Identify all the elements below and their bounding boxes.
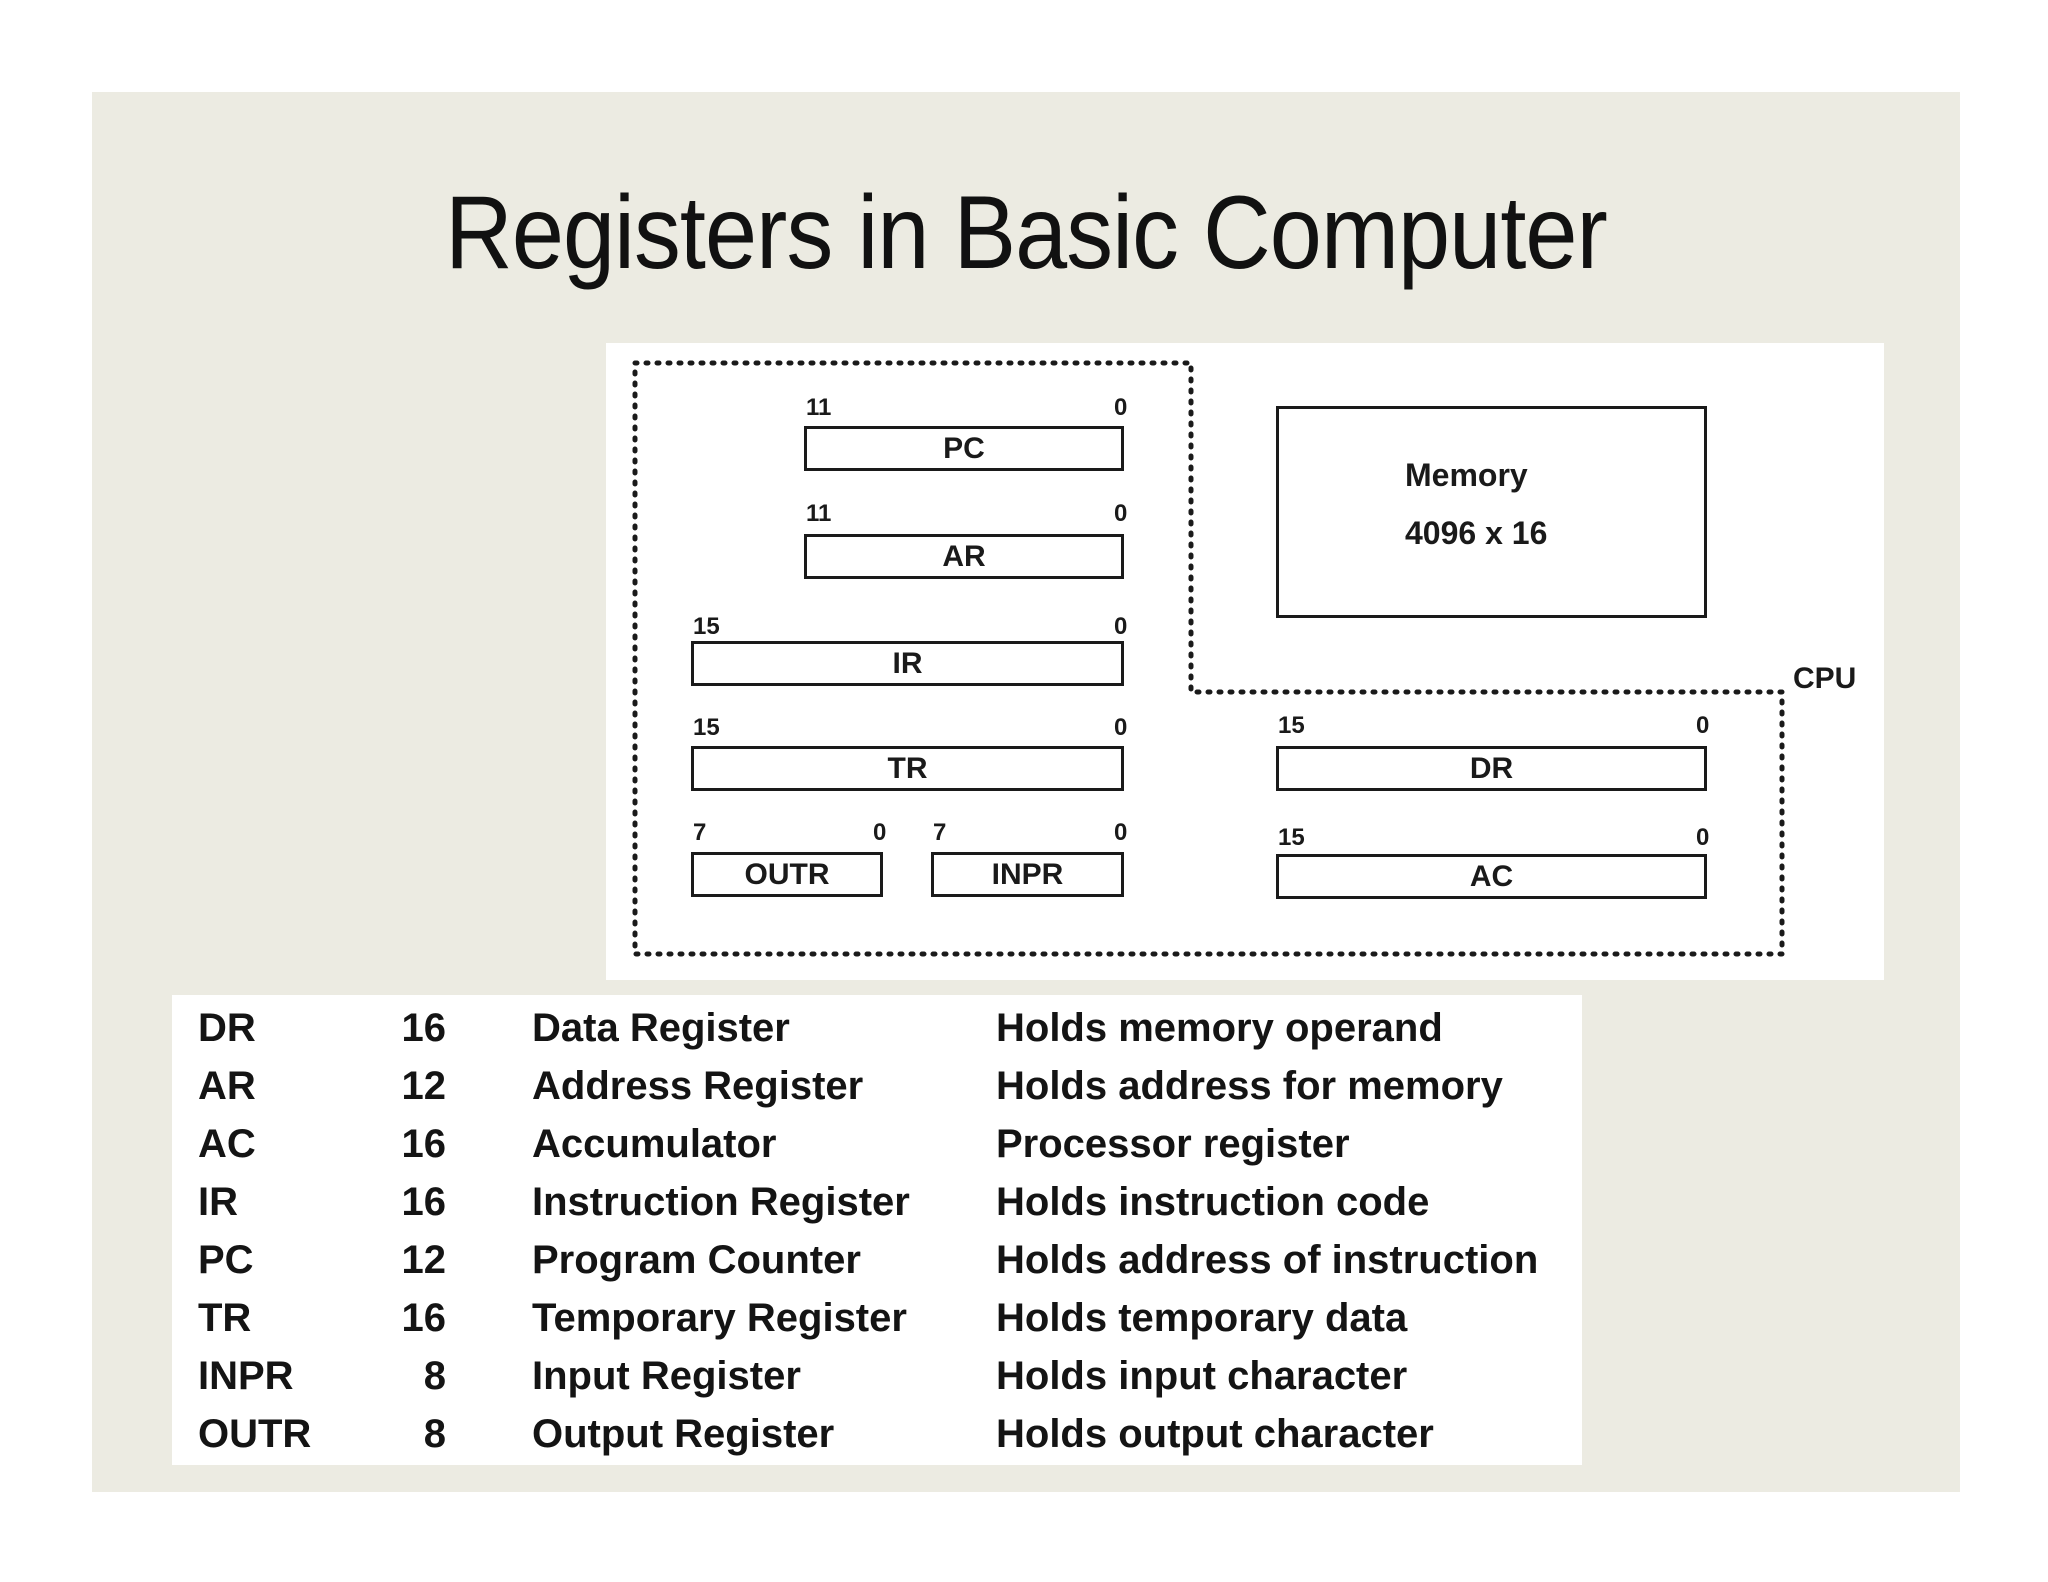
table-row: AR 12 Address Register Holds address for… <box>172 1057 1582 1115</box>
ar-register: AR <box>804 534 1124 579</box>
register-bits: 12 <box>401 1238 447 1282</box>
register-bits: 8 <box>423 1354 446 1398</box>
register-name: OUTR <box>198 1412 312 1456</box>
tr-high-bit: 15 <box>693 714 720 741</box>
table-row: OUTR 8 Output Register Holds output char… <box>172 1405 1582 1463</box>
memory-block: Memory 4096 x 16 <box>1276 406 1707 618</box>
table-row: TR 16 Temporary Register Holds temporary… <box>172 1289 1582 1347</box>
ar-low-bit: 0 <box>1114 500 1128 527</box>
memory-label: Memory <box>1405 457 1528 493</box>
register-bits: 8 <box>423 1412 446 1456</box>
table-row: DR 16 Data Register Holds memory operand <box>172 999 1582 1057</box>
register-name: DR <box>198 1006 256 1050</box>
register-table: DR 16 Data Register Holds memory operand… <box>172 995 1582 1465</box>
pc-low-bit: 0 <box>1114 394 1128 421</box>
table-row: IR 16 Instruction Register Holds instruc… <box>172 1173 1582 1231</box>
inpr-low-bit: 0 <box>1114 819 1128 846</box>
ir-low-bit: 0 <box>1114 613 1128 640</box>
register-full-name: Accumulator <box>532 1122 777 1166</box>
register-bits: 16 <box>401 1296 447 1340</box>
register-description: Holds memory operand <box>996 1006 1443 1050</box>
pc-high-bit: 11 <box>806 394 832 421</box>
ir-high-bit: 15 <box>693 613 720 640</box>
register-description: Holds output character <box>996 1412 1434 1456</box>
inpr-high-bit: 7 <box>933 819 947 846</box>
cpu-label: CPU <box>1793 662 1857 695</box>
ac-register: AC <box>1276 854 1707 899</box>
register-bits: 16 <box>401 1122 447 1166</box>
register-full-name: Output Register <box>532 1412 835 1456</box>
register-full-name: Temporary Register <box>532 1296 907 1340</box>
register-description: Holds input character <box>996 1354 1408 1398</box>
register-name: IR <box>198 1180 238 1224</box>
register-description: Holds instruction code <box>996 1180 1430 1224</box>
cpu-boundary <box>632 360 1785 957</box>
register-bits: 16 <box>401 1180 447 1224</box>
register-full-name: Address Register <box>532 1064 864 1108</box>
register-description: Holds address of instruction <box>996 1238 1539 1282</box>
tr-register: TR <box>691 746 1124 791</box>
memory-size: 4096 x 16 <box>1405 515 1548 551</box>
table-row: AC 16 Accumulator Processor register <box>172 1115 1582 1173</box>
register-full-name: Data Register <box>532 1006 790 1050</box>
tr-low-bit: 0 <box>1114 714 1128 741</box>
ac-high-bit: 15 <box>1278 824 1305 851</box>
outr-register: OUTR <box>691 852 883 897</box>
register-bits: 16 <box>401 1006 447 1050</box>
table-row: INPR 8 Input Register Holds input charac… <box>172 1347 1582 1405</box>
pc-register: PC <box>804 426 1124 471</box>
dr-register: DR <box>1276 746 1707 791</box>
register-full-name: Instruction Register <box>532 1180 910 1224</box>
table-row: PC 12 Program Counter Holds address of i… <box>172 1231 1582 1289</box>
ir-register: IR <box>691 641 1124 686</box>
register-full-name: Program Counter <box>532 1238 861 1282</box>
register-description: Holds address for memory <box>996 1064 1503 1108</box>
inpr-register: INPR <box>931 852 1124 897</box>
slide-title: Registers in Basic Computer <box>445 175 1608 291</box>
register-name: TR <box>198 1296 252 1340</box>
register-name: INPR <box>198 1354 294 1398</box>
slide: Registers in Basic Computer 11 0 PC 11 0… <box>92 92 1960 1492</box>
ar-high-bit: 11 <box>806 500 832 527</box>
dr-low-bit: 0 <box>1696 712 1710 739</box>
register-name: AR <box>198 1064 256 1108</box>
register-full-name: Input Register <box>532 1354 801 1398</box>
dr-high-bit: 15 <box>1278 712 1305 739</box>
outr-high-bit: 7 <box>693 819 707 846</box>
register-name: AC <box>198 1122 256 1166</box>
register-name: PC <box>198 1238 254 1282</box>
register-description: Processor register <box>996 1122 1350 1166</box>
outr-low-bit: 0 <box>873 819 887 846</box>
register-diagram: 11 0 PC 11 0 AR 15 0 IR 15 0 TR 7 0 OUTR… <box>606 343 1884 980</box>
register-bits: 12 <box>401 1064 447 1108</box>
register-description: Holds temporary data <box>996 1296 1408 1340</box>
ac-low-bit: 0 <box>1696 824 1710 851</box>
